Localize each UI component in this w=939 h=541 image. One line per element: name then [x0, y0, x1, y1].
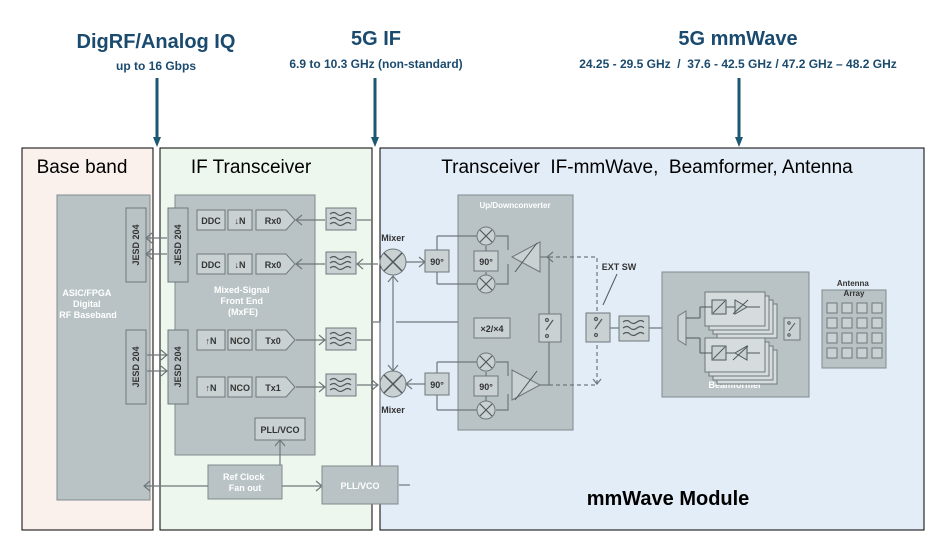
mxfe-label: Mixed-Signal Front End (MxFE)	[214, 285, 272, 317]
internal-switch	[538, 313, 562, 343]
jesd-links	[145, 232, 168, 377]
interp-block-1	[196, 329, 226, 351]
beamformer-channel-stack-top	[704, 291, 778, 339]
mmwave-module-label: mmWave Module	[587, 488, 750, 510]
beamformer-switch-symbol	[787, 321, 796, 337]
jesd-label-asic-bottom: JESD 204	[131, 346, 141, 387]
adc-rx0-block-2	[255, 253, 296, 275]
baseband-title: Base band	[37, 157, 128, 178]
interp-label-2: ↑N	[206, 383, 217, 393]
mmwave-section-title: Transceiver IF-mmWave, Beamformer, Anten…	[441, 157, 853, 178]
header-digrf-sub: up to 16 Gbps	[116, 59, 196, 73]
phase90-tx-outer-label: 90°	[430, 380, 444, 390]
beamformer-label: Beamformer	[708, 380, 762, 390]
adc-rx0-block-1	[255, 209, 296, 231]
ddc-block-2	[196, 253, 226, 275]
ext-switch-pointer	[602, 273, 618, 306]
jesd-label-asic-top: JESD 204	[131, 224, 141, 265]
filter-wave-icons	[329, 211, 352, 393]
phase90-tx-inner-label: 90°	[479, 382, 493, 392]
tx1-label: Tx1	[265, 383, 281, 393]
mixer-rx-label: Mixer	[381, 233, 405, 243]
multiplier-label: ×2/×4	[480, 324, 503, 334]
mixer-tx-label: Mixer	[381, 405, 405, 415]
jesd-label-mxfe-bottom: JESD 204	[173, 346, 183, 387]
jesd-block-asic-bottom	[125, 329, 147, 405]
internal-switch-symbol	[544, 317, 554, 339]
mixer-rx-cross	[383, 252, 403, 272]
beamformer-channel-stack-bottom	[704, 337, 778, 385]
nco-label-1: NCO	[230, 336, 250, 346]
if-filters	[325, 207, 357, 397]
mxfe-block	[174, 194, 316, 456]
ext-switch-label: EXT SW	[602, 262, 637, 272]
interp-block-2	[196, 376, 226, 398]
jesd-block-mxfe-bottom	[167, 329, 189, 405]
rx-dashed-arrow	[546, 251, 554, 263]
nco-label-2: NCO	[230, 383, 250, 393]
phase90-rx-outer-label: 90°	[430, 257, 444, 267]
multiplier-block	[473, 317, 511, 339]
ref-clock-block	[207, 464, 283, 500]
converter-mixer-crosses	[479, 229, 493, 417]
nco-block-1	[227, 329, 253, 351]
beamformer-splitter	[677, 310, 687, 346]
rx0-label-1: Rx0	[265, 216, 282, 226]
decimator-label-2: ↓N	[235, 260, 246, 270]
ext-switch-symbol	[593, 316, 603, 338]
lo-lines	[373, 256, 460, 486]
decimator-block-2	[227, 253, 253, 275]
lna-rx-adjust	[514, 242, 538, 273]
beamformer-channel-details	[686, 299, 760, 361]
jesd-block-asic-top	[125, 207, 147, 283]
decimator-label-1: ↓N	[235, 216, 246, 226]
interp-label-1: ↑N	[206, 336, 217, 346]
header-mmwave-sub: 24.25 - 29.5 GHz / 37.6 - 42.5 GHz / 47.…	[579, 57, 896, 71]
decimator-block-1	[227, 209, 253, 231]
antenna-array-label: Antenna Array	[837, 279, 871, 298]
phase90-tx-inner	[473, 375, 499, 397]
tx0-label: Tx0	[265, 336, 281, 346]
rf-filter	[618, 315, 650, 342]
if-transceiver-title: IF Transceiver	[191, 157, 312, 178]
jesd-label-mxfe-top: JESD 204	[173, 224, 183, 265]
asic-label: ASIC/FPGA Digital RF Baseband	[59, 288, 117, 320]
rx0-label-2: Rx0	[265, 260, 282, 270]
mmwave-pll-block	[321, 465, 399, 505]
antenna-elements	[826, 302, 883, 359]
mxfe-pll-label: PLL/VCO	[260, 425, 299, 435]
header-5gif-sub: 6.9 to 10.3 GHz (non-standard)	[289, 57, 462, 71]
rf-filter-wave-icon	[622, 319, 645, 337]
tx-dashed-arrow	[592, 378, 602, 385]
header-5gif-title: 5G IF	[351, 28, 401, 50]
ddc-label-1: DDC	[201, 216, 221, 226]
ext-switch-dashed-links	[549, 256, 598, 386]
ddc-label-2: DDC	[201, 260, 221, 270]
header-digrf-title: DigRF/Analog IQ	[77, 31, 236, 53]
phase90-rx-inner-label: 90°	[479, 257, 493, 267]
ref-clock-label: Ref Clock Fan out	[223, 472, 267, 493]
dac-tx0-block	[255, 329, 296, 351]
mixer-tx-cross	[383, 374, 403, 394]
header-mmwave-title: 5G mmWave	[678, 28, 797, 50]
if-links	[295, 214, 379, 393]
beamformer-switch	[783, 317, 801, 341]
updown-converter-label: Up/Downconverter	[479, 201, 550, 210]
pa-tx-adjust	[514, 370, 538, 401]
nco-block-2	[227, 376, 253, 398]
mmwave-pll-label: PLL/VCO	[340, 481, 379, 491]
jesd-block-mxfe-top	[167, 207, 189, 283]
converter-internals	[436, 235, 550, 411]
dac-tx1-block	[255, 376, 296, 398]
ext-switch	[585, 312, 611, 343]
phase90-rx-inner	[473, 250, 499, 272]
ddc-block-1	[196, 209, 226, 231]
